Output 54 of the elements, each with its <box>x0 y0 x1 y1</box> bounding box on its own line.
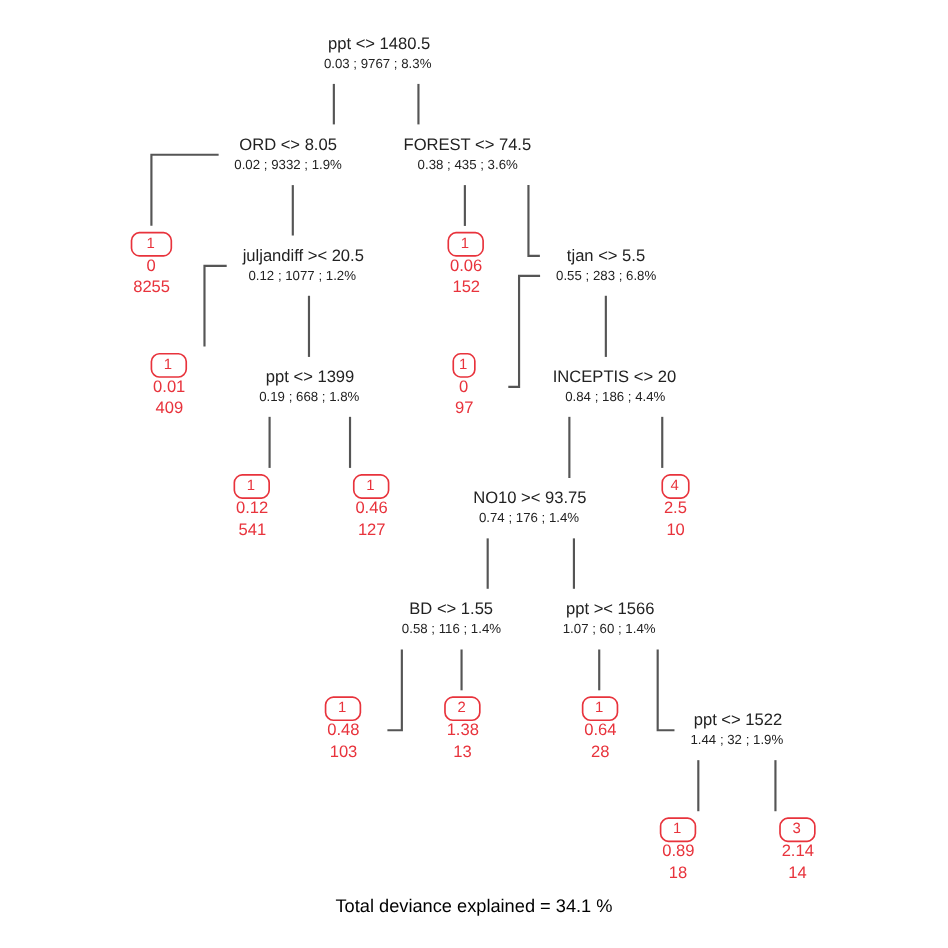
node-label: 152 <box>452 276 481 297</box>
connector <box>150 153 219 226</box>
connector <box>486 538 489 589</box>
node-box: 1 <box>581 696 619 722</box>
connector <box>268 416 271 468</box>
node-label: 127 <box>357 518 386 539</box>
node-label: 0 <box>146 254 156 275</box>
node-label: 97 <box>454 397 474 418</box>
connector <box>291 185 294 236</box>
node-label: 14 <box>788 861 807 882</box>
node-label: 541 <box>238 518 267 539</box>
node-label: 18 <box>668 861 688 882</box>
connector <box>572 538 575 589</box>
node-label: 8255 <box>133 276 171 297</box>
connector <box>568 416 571 478</box>
node-label: 2.14 <box>781 840 814 861</box>
node-box: 1 <box>447 231 484 257</box>
node-label: 28 <box>590 740 610 761</box>
node-label: 13 <box>453 740 472 761</box>
connector <box>348 416 352 468</box>
connector <box>527 185 540 257</box>
connector <box>656 649 675 732</box>
node-label: 0.64 <box>584 719 617 740</box>
connector <box>774 760 777 812</box>
connector <box>460 649 463 691</box>
node-box: 1 <box>150 352 188 378</box>
node-label: 0 <box>459 375 469 396</box>
connector <box>417 83 420 125</box>
caption: Total deviance explained = 34.1 % <box>335 896 613 917</box>
node-box: 1 <box>130 231 173 257</box>
node-box: 1 <box>659 817 697 843</box>
connector <box>307 295 311 357</box>
node-label: 103 <box>329 740 358 761</box>
connector <box>697 760 700 812</box>
node-box: 1 <box>352 474 390 499</box>
node-label: 10 <box>666 518 685 539</box>
node-label: 2.5 <box>663 496 687 517</box>
node-label: 0.06 <box>449 254 483 275</box>
node-label: 0.12 <box>236 496 269 517</box>
node-box: 3 <box>779 817 816 843</box>
node-box: 1 <box>324 696 362 722</box>
node-box: 2 <box>444 696 481 722</box>
node-label: 0.89 <box>662 840 695 861</box>
node-label: 0.01 <box>153 375 186 396</box>
node-box: 1 <box>233 474 270 499</box>
connector <box>661 416 664 468</box>
connector <box>332 83 335 125</box>
connector <box>463 185 466 226</box>
node-label: 409 <box>155 397 184 418</box>
node-label: 0.48 <box>327 719 360 740</box>
connector <box>598 649 601 691</box>
node-label: 1.38 <box>446 719 479 740</box>
node-label: 0.46 <box>355 496 388 517</box>
connector <box>604 295 607 357</box>
